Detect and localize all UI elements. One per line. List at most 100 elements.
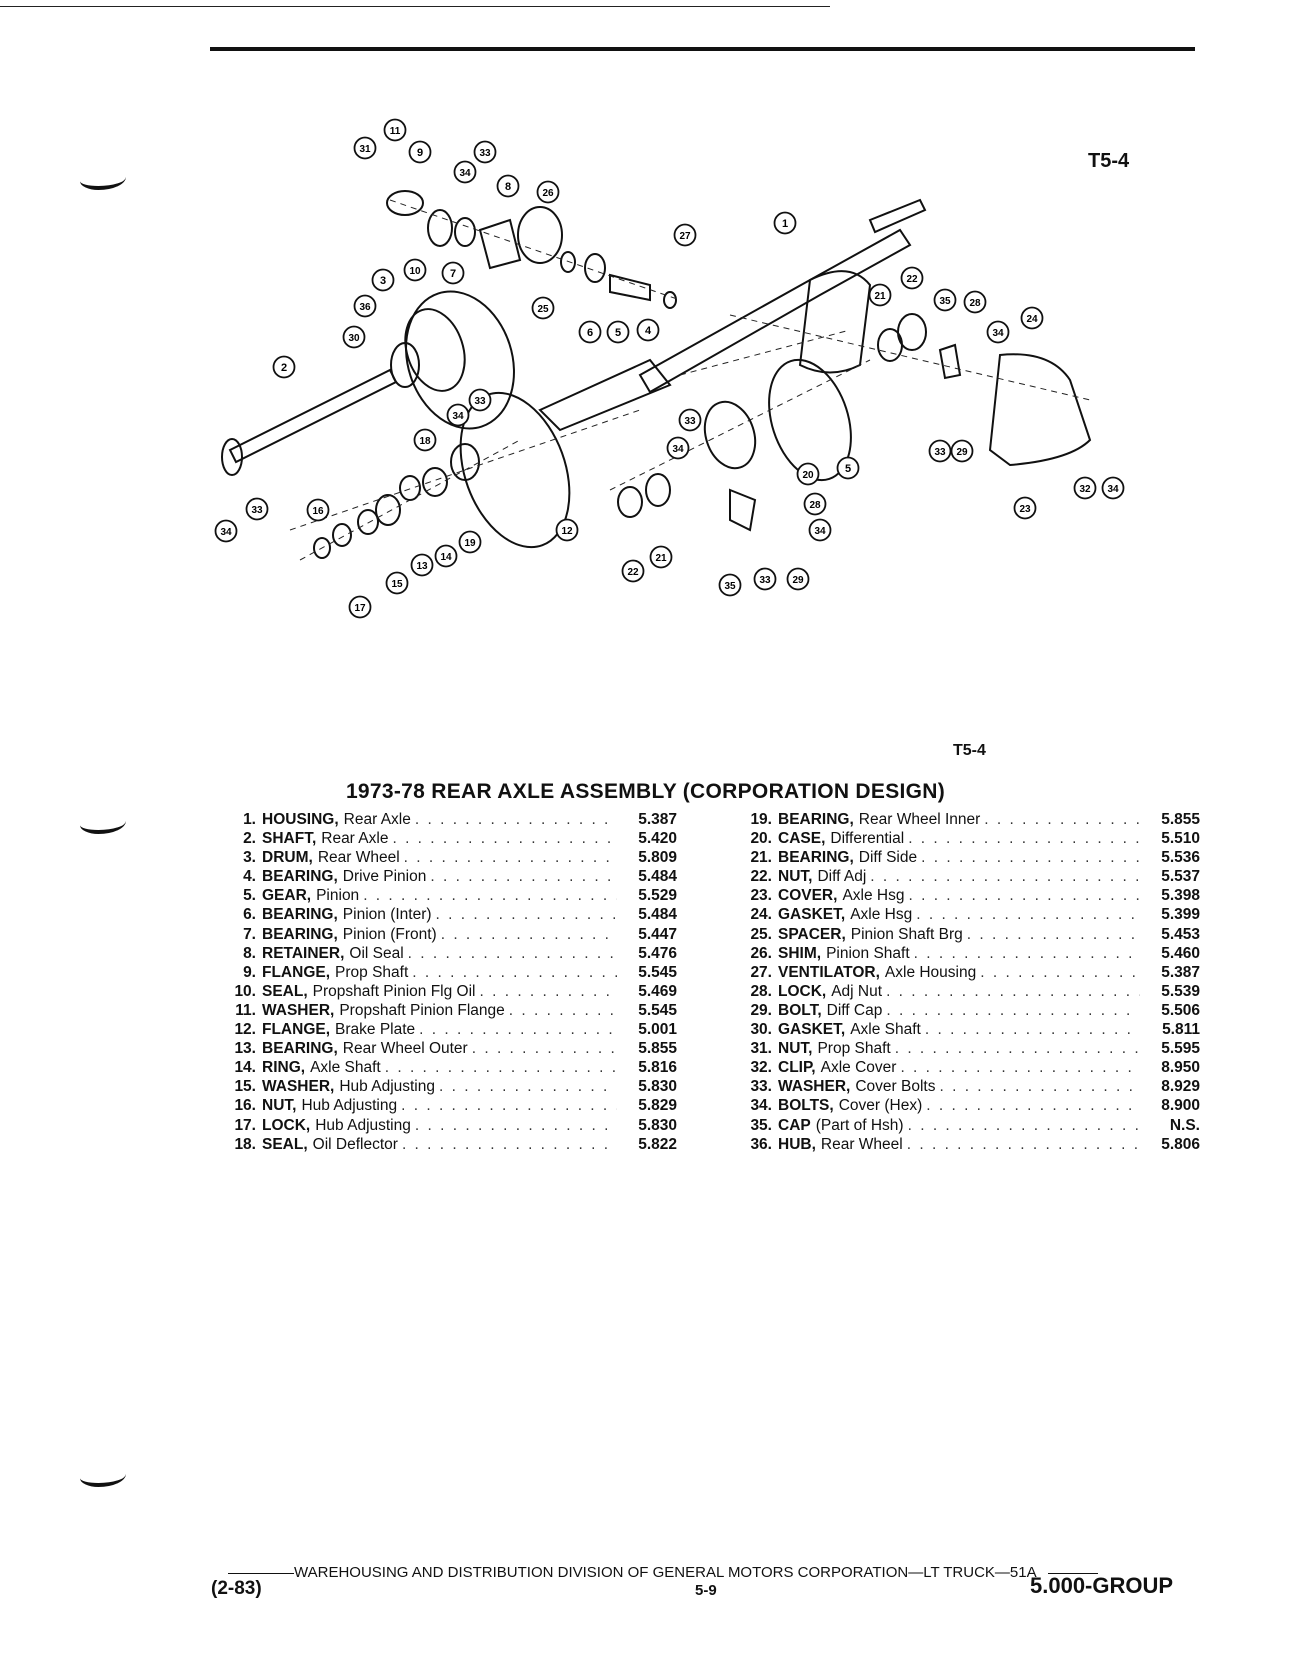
- part-code: 5.539: [1161, 982, 1200, 1000]
- part-description: Axle Shaft: [850, 1021, 921, 1039]
- part-number: 5.: [243, 887, 256, 905]
- part-number: 25.: [750, 925, 772, 943]
- diff-side-bearing: [645, 473, 671, 507]
- svg-text:5: 5: [615, 327, 621, 339]
- svg-text:15: 15: [391, 579, 403, 590]
- part-code: 5.510: [1161, 830, 1200, 848]
- part-number: 15.: [234, 1078, 256, 1096]
- part-number: 7.: [243, 925, 256, 943]
- svg-text:33: 33: [934, 447, 946, 458]
- axle-flange: [221, 438, 243, 476]
- part-description: Prop Shaft: [817, 1040, 891, 1058]
- part-number: 35.: [750, 1116, 772, 1134]
- part-number: 2.: [243, 830, 256, 848]
- part-name: BOLT,: [778, 1001, 822, 1019]
- part-row: 23.COVER,Axle Hsg5.398: [728, 886, 1200, 905]
- callout-17: 17: [348, 595, 372, 619]
- callout-30: 30: [342, 325, 366, 349]
- leader-dots: [505, 1001, 617, 1020]
- callout-12: 12: [555, 518, 579, 542]
- leader-dots: [903, 1135, 1140, 1154]
- part-number: 26.: [750, 944, 772, 962]
- part-description: Axle Cover: [820, 1059, 897, 1077]
- leader-dots: [896, 1058, 1140, 1077]
- leader-dots: [398, 1135, 617, 1154]
- part-row: 5.GEAR,Pinion5.529: [212, 886, 677, 905]
- pinion-bearing-front: [454, 217, 476, 247]
- part-number: 23.: [750, 887, 772, 905]
- svg-text:28: 28: [969, 298, 981, 309]
- part-code: 5.855: [1161, 811, 1200, 828]
- callout-25: 25: [531, 296, 555, 320]
- part-number: 20.: [750, 830, 772, 848]
- part-number: 36.: [750, 1135, 772, 1153]
- pinion-gear: [609, 273, 651, 302]
- callout-22: 22: [621, 559, 645, 583]
- date-code: (2-83): [211, 1578, 262, 1599]
- part-description: Adj Nut: [831, 982, 883, 1000]
- part-code: 5.447: [638, 925, 677, 943]
- callout-5: 5: [836, 456, 860, 480]
- part-name: BOLTS,: [778, 1097, 834, 1115]
- publisher-text: WAREHOUSING AND DISTRIBUTION DIVISION OF…: [294, 1564, 1036, 1581]
- part-row: 22.NUT,Diff Adj5.537: [728, 867, 1200, 886]
- leader-dots: [400, 848, 617, 867]
- callout-1: 1: [773, 211, 797, 235]
- part-number: 17.: [234, 1116, 256, 1134]
- part-name: CLIP,: [778, 1059, 816, 1077]
- callout-9: 9: [408, 140, 432, 164]
- svg-text:36: 36: [359, 302, 371, 313]
- part-name: NUT,: [262, 1097, 297, 1115]
- callout-28: 28: [803, 492, 827, 516]
- leader-dots: [411, 1116, 617, 1135]
- part-number: 27.: [750, 963, 772, 981]
- part-name: RING,: [262, 1059, 306, 1077]
- part-row: 29.BOLT,Diff Cap5.506: [728, 1001, 1200, 1020]
- part-row: 3.DRUM,Rear Wheel5.809: [212, 848, 677, 867]
- part-description: Rear Wheel: [317, 849, 400, 867]
- svg-text:22: 22: [906, 274, 918, 285]
- leader-dots: [435, 1077, 617, 1096]
- part-code: 5.453: [1161, 925, 1200, 943]
- svg-text:22: 22: [627, 567, 639, 578]
- part-name: NUT,: [778, 1040, 813, 1058]
- hub-flange: [390, 342, 420, 388]
- part-number: 30.: [750, 1021, 772, 1039]
- part-description: Axle Shaft: [310, 1059, 381, 1077]
- leader-dots: [359, 886, 617, 905]
- leader-dots: [882, 1001, 1140, 1020]
- part-name: GEAR,: [262, 887, 312, 905]
- part-description: Differential: [830, 830, 905, 848]
- part-row: 4.BEARING,Drive Pinion5.484: [212, 867, 677, 886]
- callout-22: 22: [900, 266, 924, 290]
- callout-33: 33: [245, 497, 269, 521]
- brake-drum: [405, 290, 515, 430]
- callout-33: 33: [473, 140, 497, 164]
- callout-34: 34: [1101, 476, 1125, 500]
- part-name: SEAL,: [262, 1135, 308, 1153]
- axle-housing-cover: [988, 353, 1092, 467]
- part-description: (Part of Hsh): [815, 1116, 904, 1134]
- part-number: 12.: [234, 1021, 256, 1039]
- group-label: 5.000-GROUP: [1030, 1573, 1174, 1598]
- part-description: Pinion (Inter): [342, 906, 432, 924]
- part-code: 5.595: [1161, 1040, 1200, 1058]
- part-description: Hub Adjusting: [315, 1116, 411, 1134]
- part-number: 28.: [750, 982, 772, 1000]
- callout-21: 21: [649, 545, 673, 569]
- leader-dots: [388, 829, 617, 848]
- part-row: 35.CAP(Part of Hsh)N.S.: [728, 1116, 1200, 1135]
- part-code: 5.809: [638, 849, 677, 867]
- part-description: Diff Side: [858, 849, 918, 867]
- part-row: 30.GASKET,Axle Shaft5.811: [728, 1020, 1200, 1039]
- part-description: Oil Seal: [349, 944, 404, 962]
- part-description: Cover Bolts: [855, 1078, 936, 1096]
- part-name: SPACER,: [778, 925, 846, 943]
- part-name: COVER,: [778, 887, 838, 905]
- part-code: 5.484: [638, 906, 677, 924]
- callout-14: 14: [434, 544, 458, 568]
- part-row: 34.BOLTS,Cover (Hex)8.900: [728, 1096, 1200, 1115]
- svg-text:33: 33: [474, 396, 486, 407]
